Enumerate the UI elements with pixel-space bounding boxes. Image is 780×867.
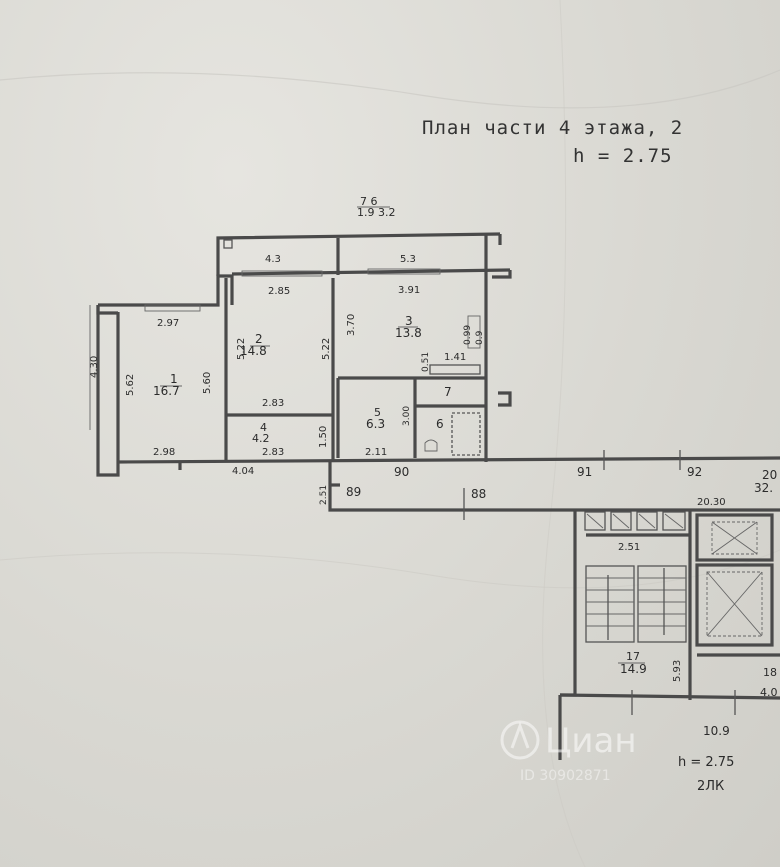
balcony-numbers: 7 6 xyxy=(360,195,378,208)
dim-5-22-right: 5.22 xyxy=(321,338,332,360)
dim-3-91: 3.91 xyxy=(398,285,420,296)
dim-1-41: 1.41 xyxy=(444,352,466,363)
dim-0-51: 0.51 xyxy=(421,352,431,372)
dim-32: 32. xyxy=(754,481,773,495)
dimension-labels: 4.30 5.62 5.60 2.97 2.98 4.04 4.3 2.85 5… xyxy=(89,254,485,505)
room-17-area: 14.9 xyxy=(620,662,647,676)
axis-90: 90 xyxy=(394,465,409,479)
dim-4-30: 4.30 xyxy=(89,356,100,378)
apartment-walls xyxy=(96,232,780,512)
watermark-id: ID 30902871 xyxy=(520,768,611,784)
bottom-code: 2ЛК xyxy=(697,779,724,794)
plan-height: h = 2.75 xyxy=(573,145,673,167)
room-2-number: 2 xyxy=(255,332,263,346)
room-6-number: 6 xyxy=(436,417,444,431)
dim-2-97: 2.97 xyxy=(157,318,179,329)
dim-1-50: 1.50 xyxy=(318,426,329,448)
dim-2-85: 2.85 xyxy=(268,286,290,297)
dim-20-30: 20.30 xyxy=(697,497,726,508)
dim-5-93: 5.93 xyxy=(672,660,683,682)
dim-3-00: 3.00 xyxy=(402,406,412,426)
room-2-area: 14.8 xyxy=(240,344,267,358)
room-5-area: 6.3 xyxy=(366,417,385,431)
dim-2-51: 2.51 xyxy=(319,485,329,505)
dim-5-60: 5.60 xyxy=(202,372,213,394)
axis-88: 88 xyxy=(471,487,486,501)
room-7-number: 7 xyxy=(444,385,452,399)
axis-91: 91 xyxy=(577,465,592,479)
dim-0-9: 0.9 xyxy=(475,330,485,345)
dim-2-11: 2.11 xyxy=(365,447,387,458)
axis-92: 92 xyxy=(687,465,702,479)
dim-4-04: 4.04 xyxy=(232,466,254,477)
dim-2-83-top: 2.83 xyxy=(262,398,284,409)
room-17-number: 17 xyxy=(626,650,640,663)
balcony-areas: 1.9 3.2 xyxy=(357,206,395,219)
room-4-number: 4 xyxy=(260,421,267,434)
windows xyxy=(144,268,441,312)
dim-5-22-left: 5.22 xyxy=(236,338,247,360)
dim-10-9: 10.9 xyxy=(703,724,730,738)
dim-4-3: 4.3 xyxy=(265,254,281,265)
room-3-number: 3 xyxy=(405,314,413,328)
watermark-brand: Циан xyxy=(545,721,637,761)
room-3-area: 13.8 xyxy=(395,326,422,340)
dim-20: 20 xyxy=(762,468,777,482)
room-labels: 1 16.7 2 14.8 3 13.8 4 4.2 5 6.3 6 7 xyxy=(153,314,452,445)
dim-2-98: 2.98 xyxy=(153,447,175,458)
bottom-height: h = 2.75 xyxy=(678,755,734,770)
dim-2-83-bottom: 2.83 xyxy=(262,447,284,458)
cian-watermark: Циан ID 30902871 xyxy=(500,720,637,784)
plan-title: План части 4 этажа, 2 xyxy=(422,117,683,139)
room-18-number: 18 xyxy=(763,666,777,679)
dim-5-62: 5.62 xyxy=(125,374,136,396)
room-1-area: 16.7 xyxy=(153,384,180,398)
bathroom-fixtures xyxy=(424,315,481,456)
dim-0-99: 0.99 xyxy=(463,325,473,345)
room-1-number: 1 xyxy=(170,372,178,386)
axis-89: 89 xyxy=(346,485,361,499)
stairwell-block: 2.51 20.30 32. 20 5.93 17 14.9 18 4.0 10… xyxy=(558,468,780,760)
room-18-area: 4.0 xyxy=(760,686,778,699)
room-5-number: 5 xyxy=(374,406,381,419)
dim-5-3: 5.3 xyxy=(400,254,416,265)
balcony-post xyxy=(223,239,233,249)
dim-2-51-stair: 2.51 xyxy=(618,542,640,553)
dim-3-70: 3.70 xyxy=(346,314,357,336)
axis-marks: 89 88 90 91 92 xyxy=(346,450,702,520)
room-4-area: 4.2 xyxy=(252,432,270,445)
